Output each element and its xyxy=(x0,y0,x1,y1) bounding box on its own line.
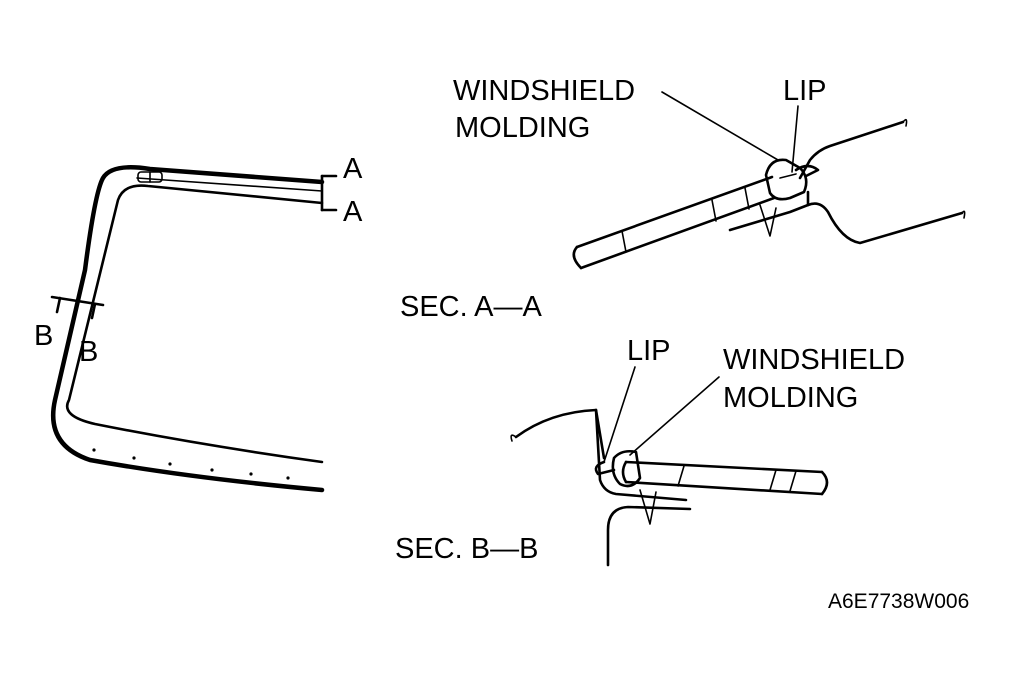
windshield-outer-edge xyxy=(50,165,325,493)
section-bb-pillar-outer xyxy=(514,408,688,502)
section-aa-molding-label-line2: MOLDING xyxy=(455,112,590,144)
windshield-top-inner-line xyxy=(136,177,323,192)
section-bb-pillar-inner xyxy=(606,505,692,567)
section-aa-molding-leader xyxy=(661,91,779,161)
section-aa: WINDSHIELD MOLDING LIP SEC. A—A xyxy=(400,75,966,323)
windshield-overview: A A B B xyxy=(34,153,363,493)
section-bb-molding-label-line2: MOLDING xyxy=(723,382,858,414)
section-aa-lip xyxy=(794,164,820,178)
section-bb-lip-label: LIP xyxy=(627,335,671,367)
figure-code: A6E7738W006 xyxy=(828,590,969,613)
section-a-top-label: A xyxy=(343,153,363,185)
section-bb-lip xyxy=(594,460,616,476)
section-aa-body-flange xyxy=(728,202,964,245)
section-bb-molding-leader xyxy=(629,376,720,456)
section-bb-lip-leader xyxy=(603,366,636,463)
section-aa-molding xyxy=(764,158,808,201)
section-aa-lip-leader xyxy=(791,105,799,173)
fastener-dots xyxy=(92,448,290,480)
section-bb-glass xyxy=(621,460,829,496)
section-aa-caption: SEC. A—A xyxy=(400,291,542,323)
section-aa-body-roof xyxy=(798,120,905,180)
section-b-left-label: B xyxy=(34,320,53,352)
section-bb-adhesive xyxy=(639,489,657,525)
section-bb-molding-label-line1: WINDSHIELD xyxy=(723,344,905,376)
section-aa-lip-label: LIP xyxy=(783,75,827,107)
section-bb: LIP WINDSHIELD MOLDING SEC. B—B xyxy=(395,335,905,567)
section-b-right-label: B xyxy=(79,336,98,368)
section-aa-molding-label-line1: WINDSHIELD xyxy=(453,75,635,107)
windshield-inner-edge xyxy=(65,184,324,464)
section-bb-molding xyxy=(611,449,642,488)
section-aa-glass xyxy=(572,175,776,270)
section-a-bottom-label: A xyxy=(343,196,363,228)
section-bb-caption: SEC. B—B xyxy=(395,533,538,565)
